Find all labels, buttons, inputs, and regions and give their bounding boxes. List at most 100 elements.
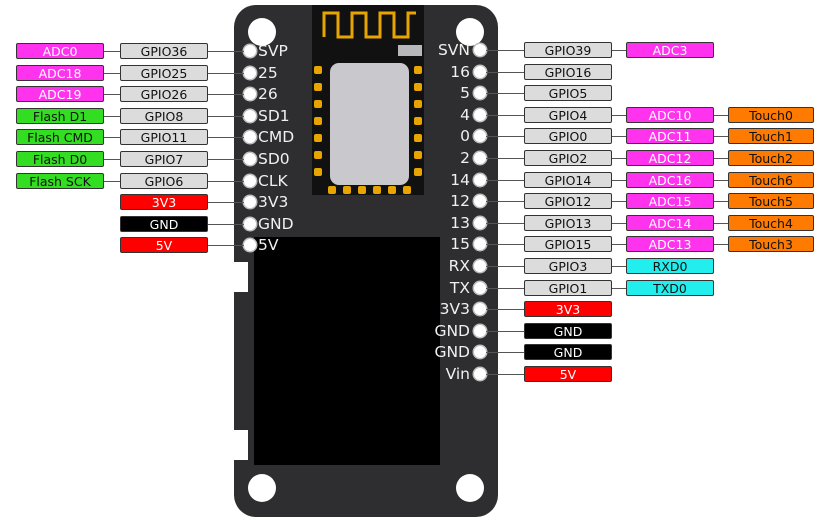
- connector-line: [486, 136, 524, 138]
- connector-line: [714, 201, 728, 203]
- pin-tag-touch: Touch6: [728, 171, 814, 188]
- pin-tag-gpio: GPIO36: [120, 43, 208, 59]
- pin-tag-gpio: GPIO12: [524, 193, 612, 210]
- pin-hole: [244, 196, 256, 209]
- connector-line: [612, 158, 626, 159]
- connector-line: [486, 114, 524, 116]
- mounting-hole: [248, 474, 276, 502]
- pin-label: 5V: [258, 236, 279, 255]
- connector-line: [612, 114, 626, 116]
- pin-label: 14: [450, 170, 470, 189]
- module-pad: [358, 186, 366, 194]
- connector-line: [206, 115, 244, 117]
- pin-label: SVP: [258, 42, 288, 60]
- pin-tag-adc: ADC13: [626, 236, 714, 253]
- connector-line: [486, 201, 524, 203]
- pin-hole: [474, 65, 486, 78]
- pin-label: 3V3: [258, 193, 289, 212]
- module-pad: [414, 168, 422, 176]
- connector-line: [206, 72, 244, 74]
- mounting-hole: [248, 18, 276, 46]
- connector-line: [612, 244, 626, 246]
- connector-line: [612, 287, 626, 289]
- mounting-hole: [456, 18, 484, 46]
- connector-line: [612, 222, 626, 224]
- pin-hole: [474, 216, 486, 229]
- pin-tag-flash: Flash CMD: [16, 129, 104, 146]
- pin-tag-touch: Touch4: [728, 214, 814, 231]
- pin-tag-gpio: GPIO14: [524, 171, 612, 188]
- connector-line: [714, 158, 728, 159]
- connector-line: [612, 50, 626, 51]
- connector-line: [104, 72, 120, 74]
- antenna-trace-icon: [322, 11, 416, 39]
- connector-line: [104, 115, 120, 117]
- pin-label: TX: [449, 278, 470, 297]
- module-pad: [414, 134, 422, 142]
- connector-line: [612, 266, 626, 267]
- pin-hole: [244, 217, 256, 230]
- connector-line: [486, 352, 524, 354]
- module-pad: [314, 168, 322, 176]
- module-pad: [314, 83, 322, 91]
- connector-line: [486, 330, 524, 332]
- pin-label: GND: [258, 214, 294, 233]
- pin-label: GND: [434, 343, 470, 362]
- connector-line: [486, 222, 524, 224]
- pin-hole: [474, 324, 486, 337]
- pin-label: 15: [450, 235, 470, 254]
- pin-label: 5: [460, 84, 470, 103]
- connector-line: [714, 222, 728, 224]
- pin-tag-touch: Touch2: [728, 150, 814, 166]
- mounting-hole: [456, 474, 484, 502]
- pin-tag-adc: ADC15: [626, 193, 714, 210]
- oled-display: [254, 237, 440, 465]
- connector-line: [206, 180, 244, 182]
- pin-tag-adc: ADC11: [626, 128, 714, 145]
- pin-label: CMD: [258, 128, 295, 147]
- pin-tag-gpio: GPIO7: [120, 151, 208, 167]
- pin-hole: [474, 368, 486, 380]
- connector-line: [612, 179, 626, 181]
- connector-line: [104, 51, 120, 52]
- connector-line: [206, 159, 244, 160]
- pin-label: GND: [434, 321, 470, 340]
- pin-tag-touch: Touch5: [728, 193, 814, 210]
- connector-line: [206, 51, 244, 52]
- pin-label: CLK: [258, 171, 288, 190]
- module-component: [398, 45, 422, 56]
- pin-tag-gpio: GPIO26: [120, 86, 208, 103]
- pin-tag-adc: ADC19: [16, 86, 104, 103]
- module-pad: [414, 100, 422, 108]
- connector-line: [206, 137, 244, 139]
- pin-label: Vin: [445, 365, 470, 383]
- pin-hole: [474, 152, 486, 164]
- connector-line: [206, 202, 244, 204]
- pin-label: 26: [258, 85, 278, 104]
- module-pad: [414, 66, 422, 74]
- pin-hole: [244, 66, 256, 79]
- pin-tag-power_3v3: 3V3: [120, 194, 208, 211]
- pin-hole: [474, 303, 486, 316]
- pin-label: 12: [450, 192, 470, 211]
- module-pad: [314, 151, 322, 159]
- pin-tag-uart: TXD0: [626, 279, 714, 296]
- pin-tag-power_3v3: 3V3: [524, 301, 612, 318]
- pin-tag-gpio: GPIO4: [524, 106, 612, 123]
- pin-hole: [244, 88, 256, 101]
- module-pad: [343, 186, 351, 194]
- pin-tag-gnd: GND: [120, 215, 208, 232]
- pin-hole: [474, 238, 486, 251]
- module-pad: [314, 100, 322, 108]
- pin-hole: [474, 281, 486, 294]
- module-pad: [328, 186, 336, 194]
- pin-hole: [474, 260, 486, 272]
- pin-hole: [474, 108, 486, 121]
- pin-label: 0: [460, 127, 470, 146]
- module-pad: [414, 151, 422, 159]
- module-pad: [314, 117, 322, 125]
- pin-hole: [474, 195, 486, 208]
- connector-line: [486, 71, 524, 73]
- pin-hole: [244, 109, 256, 122]
